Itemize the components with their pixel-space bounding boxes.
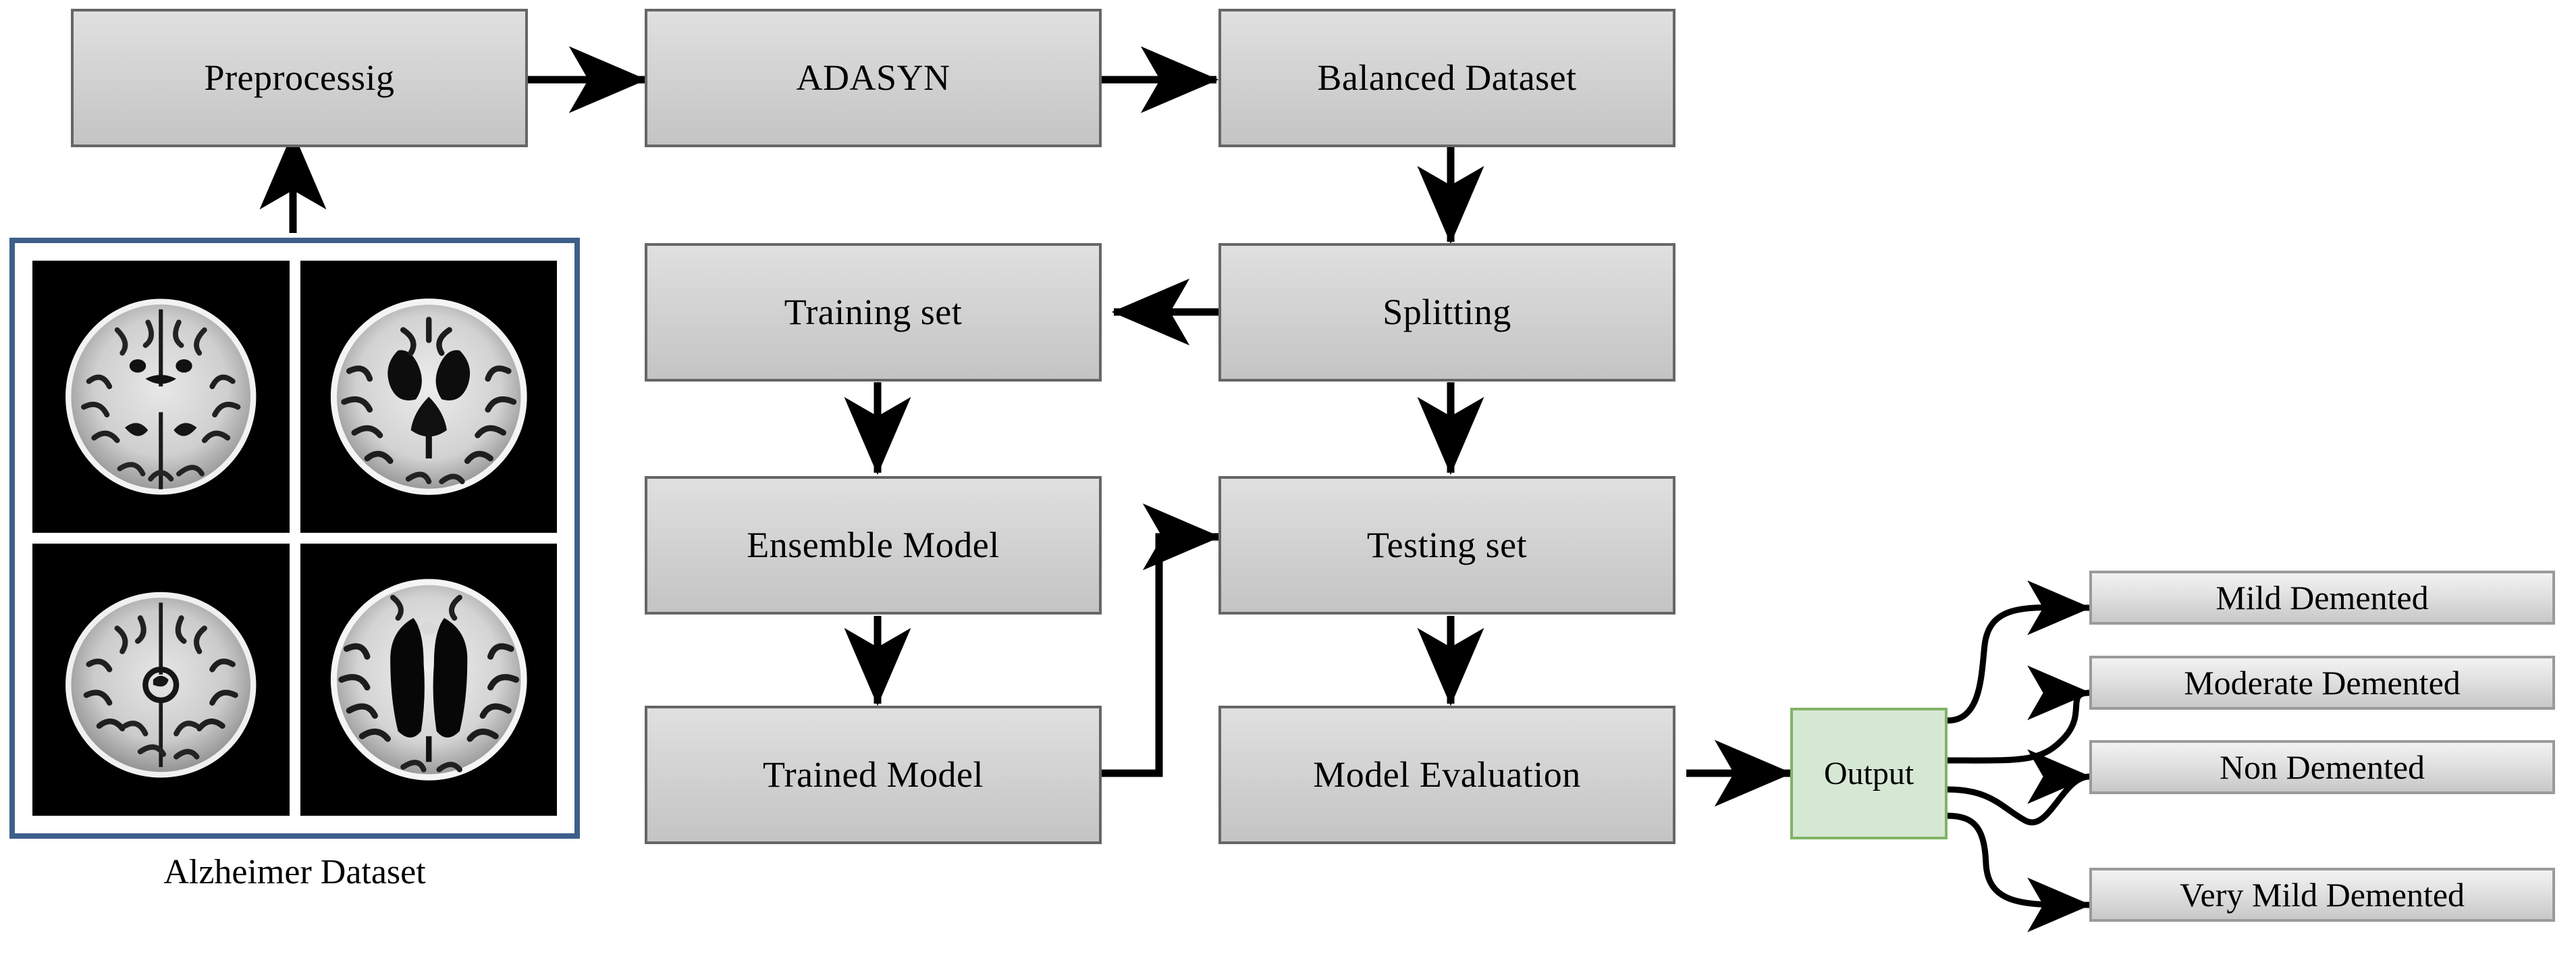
outcome-very-mild-demented[interactable]: Very Mild Demented <box>2089 868 2555 922</box>
node-model-evaluation[interactable]: Model Evaluation <box>1218 706 1675 844</box>
node-preprocessing[interactable]: Preprocessig <box>71 9 528 147</box>
node-preprocessing-label: Preprocessig <box>204 57 395 99</box>
node-splitting-label: Splitting <box>1383 292 1511 333</box>
alzheimer-dataset-label: Alzheimer Dataset <box>163 853 426 891</box>
mri-image-grid <box>32 261 557 816</box>
node-trained-model[interactable]: Trained Model <box>645 706 1102 844</box>
outcome-mild-demented[interactable]: Mild Demented <box>2089 571 2555 625</box>
node-trained-model-label: Trained Model <box>763 754 984 796</box>
edge-output-to-very-mild-demented <box>1947 812 2091 933</box>
node-adasyn-label: ADASYN <box>796 57 950 99</box>
edge-trained-to-testing <box>1100 503 1221 777</box>
outcome-moderate-demented[interactable]: Moderate Demented <box>2089 656 2555 710</box>
node-training-set-label: Training set <box>784 292 963 333</box>
node-testing-set-label: Testing set <box>1366 525 1528 566</box>
outcome-non-demented-label: Non Demented <box>2219 748 2425 786</box>
node-testing-set[interactable]: Testing set <box>1218 476 1675 615</box>
mri-scan-image-4 <box>300 544 557 816</box>
node-output-label: Output <box>1823 756 1914 791</box>
mri-scan-image-2 <box>300 261 557 533</box>
mri-scan-image-3 <box>32 544 290 816</box>
outcome-non-demented[interactable]: Non Demented <box>2089 740 2555 794</box>
outcome-very-mild-demented-label: Very Mild Demented <box>2179 876 2465 914</box>
node-output[interactable]: Output <box>1790 708 1948 839</box>
node-model-evaluation-label: Model Evaluation <box>1313 754 1581 796</box>
alzheimer-dataset-panel[interactable] <box>9 238 580 839</box>
node-balanced-dataset-label: Balanced Dataset <box>1317 57 1577 99</box>
mri-scan-image-1 <box>32 261 290 533</box>
edge-output-to-non-demented <box>1947 749 2091 826</box>
edge-output-to-moderate-demented <box>1947 665 2091 764</box>
node-balanced-dataset[interactable]: Balanced Dataset <box>1218 9 1675 147</box>
edge-output-to-mild-demented <box>1947 580 2091 724</box>
node-adasyn[interactable]: ADASYN <box>645 9 1102 147</box>
node-ensemble-model[interactable]: Ensemble Model <box>645 476 1102 615</box>
outcome-mild-demented-label: Mild Demented <box>2216 579 2429 617</box>
node-splitting[interactable]: Splitting <box>1218 243 1675 382</box>
outcome-moderate-demented-label: Moderate Demented <box>2184 664 2461 702</box>
node-ensemble-model-label: Ensemble Model <box>747 525 1000 566</box>
node-training-set[interactable]: Training set <box>645 243 1102 382</box>
